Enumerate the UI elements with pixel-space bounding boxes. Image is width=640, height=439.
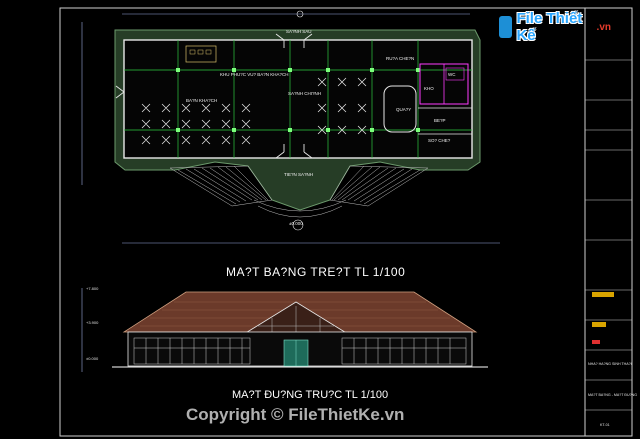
title-block-sheet: KT-01 [600,423,610,427]
copyright-watermark: Copyright © FileThietKe.vn [186,405,405,424]
label-toilet: WC [448,72,456,77]
elevation-title: MA?T ĐU?NG TRU?C TL 1/100 [232,389,388,401]
front-steps [169,165,429,218]
label-dining: BA?N KHA?CH [186,98,217,103]
label-kitchen: BE?P [434,118,446,123]
floor-plan: SA?NH SAU BA?N KHA?CH KHU PHU?C VU? BA?N… [81,10,500,279]
sheet-frame [59,7,633,437]
level-ridge: +7.800 [86,286,99,291]
building-outline [123,39,473,159]
title-block-drawing: MA?T BA?NG - MA?T ĐU?NG [588,393,637,397]
filethietke-logo: File Thiết Kế .vn [499,10,611,44]
logo-domain: .vn [596,21,611,33]
label-prep: SO? CHE? [428,138,451,143]
bar-counter [383,85,417,133]
label-service: KHU PHU?C VU? BA?N KHA?CH [220,72,289,77]
level-floor: ±0.000 [86,356,99,361]
label-wash: RU?A CHE?N [386,56,414,61]
front-elevation: +7.800 +3.900 ±0.000 [81,286,488,401]
label-level-bottom: ±0.000 [289,221,303,226]
title-block [585,59,632,411]
label-main-hall: SA?NH CHI?NH [288,91,321,96]
label-storage: KHO [424,86,434,91]
title-block-project: NHA? HA?NG SINH THA?I [588,362,632,366]
plan-title: MA?T BA?NG TRE?T TL 1/100 [226,265,405,279]
logo-text: File Thiết Kế [516,10,583,44]
label-entry-top: SA?NH SAU [286,29,312,34]
level-eave: +3.900 [86,320,99,325]
logo-badge-icon [499,16,513,38]
dining-tables [141,77,367,145]
label-entry-bottom: TIE?N SA?NH [284,172,313,177]
entry-doors [115,33,313,159]
label-bar: QUA?Y [396,107,411,112]
